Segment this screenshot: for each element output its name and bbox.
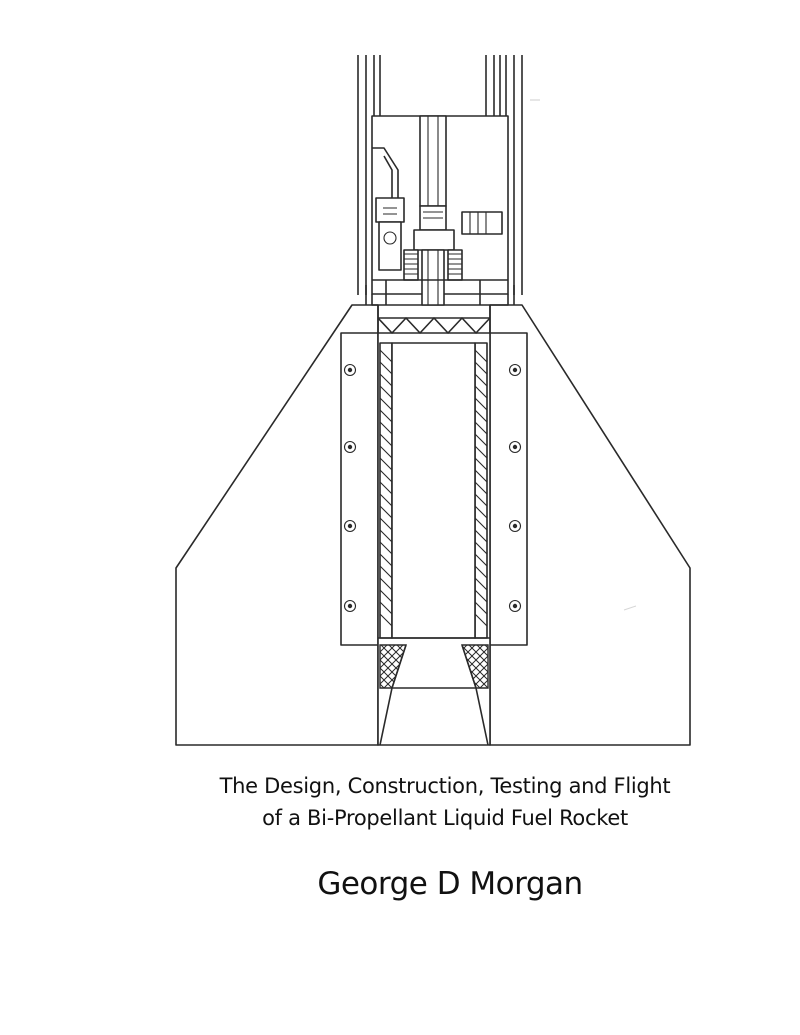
oxidizer-passage bbox=[372, 147, 399, 206]
author-name: George D Morgan bbox=[317, 866, 583, 902]
rocket-engine-drawing bbox=[175, 55, 691, 746]
left-valve bbox=[375, 197, 405, 223]
left-bolts bbox=[343, 363, 357, 613]
title-line-1: The Design, Construction, Testing and Fl… bbox=[219, 774, 671, 798]
right-mounting-rail bbox=[489, 332, 528, 646]
upper-airframe-tube bbox=[357, 55, 523, 295]
right-liner bbox=[474, 342, 488, 639]
left-mounting-rail bbox=[340, 332, 379, 646]
side-port-fitting bbox=[461, 211, 503, 235]
injector-plate bbox=[377, 317, 491, 334]
nozzle-exit bbox=[379, 687, 489, 746]
injector-stem bbox=[421, 249, 445, 306]
right-bolts bbox=[508, 363, 522, 613]
fuel-feed-tube bbox=[419, 115, 447, 207]
left-liner bbox=[379, 342, 393, 639]
title-line-2: of a Bi-Propellant Liquid Fuel Rocket bbox=[262, 806, 628, 830]
inner-chamber bbox=[391, 342, 476, 639]
